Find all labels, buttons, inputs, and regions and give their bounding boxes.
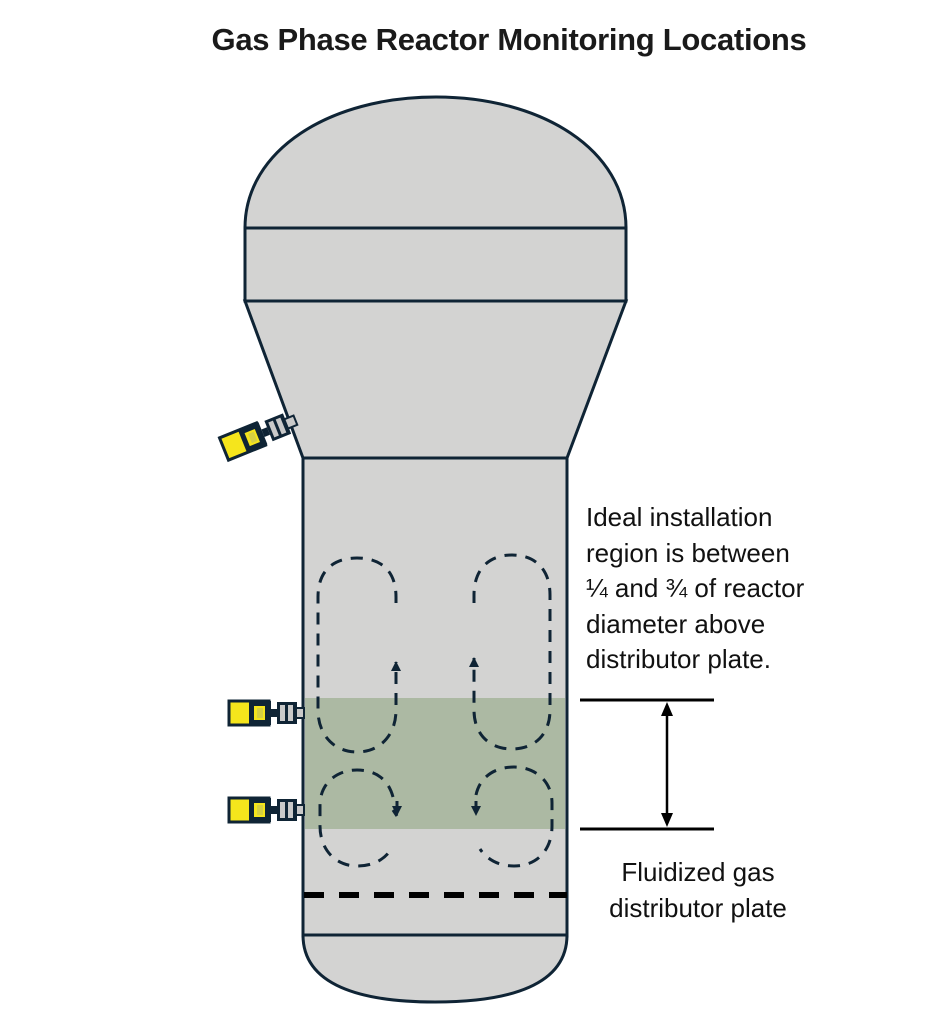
sensor-upper-cone xyxy=(217,413,299,463)
plate-label-line: distributor plate xyxy=(609,892,787,923)
sensor-zone-lower xyxy=(227,796,305,824)
ideal-zone-dimension xyxy=(580,698,714,831)
loop-upper-left xyxy=(316,556,401,754)
vessel-lower-cylinder xyxy=(301,456,569,938)
loop-upper-right xyxy=(469,553,552,751)
vessel-bottom-dome xyxy=(301,933,569,1004)
ideal-note-line: region is between xyxy=(586,537,790,568)
ideal-note-line: ¼ and ¾ of reactor xyxy=(586,573,805,603)
flow-loops xyxy=(316,553,554,868)
vessel-top-dome xyxy=(243,95,628,230)
ideal-region-note: Ideal installation region is between ¼ a… xyxy=(586,500,916,678)
sensor-zone-upper xyxy=(227,699,305,727)
diagram-title: Gas Phase Reactor Monitoring Locations xyxy=(211,22,807,57)
distributor-plate-label: Fluidized gas distributor plate xyxy=(583,855,813,926)
ideal-installation-zone xyxy=(305,698,565,829)
vessel-upper-band xyxy=(243,226,628,303)
vessel-cone xyxy=(242,299,629,460)
ideal-note-line: Ideal installation xyxy=(586,502,773,532)
plate-label-line: Fluidized gas xyxy=(621,857,775,887)
ideal-note-line: diameter above xyxy=(586,608,766,639)
reactor-vessel xyxy=(242,95,629,1004)
ideal-note-line: distributor plate. xyxy=(586,644,771,674)
